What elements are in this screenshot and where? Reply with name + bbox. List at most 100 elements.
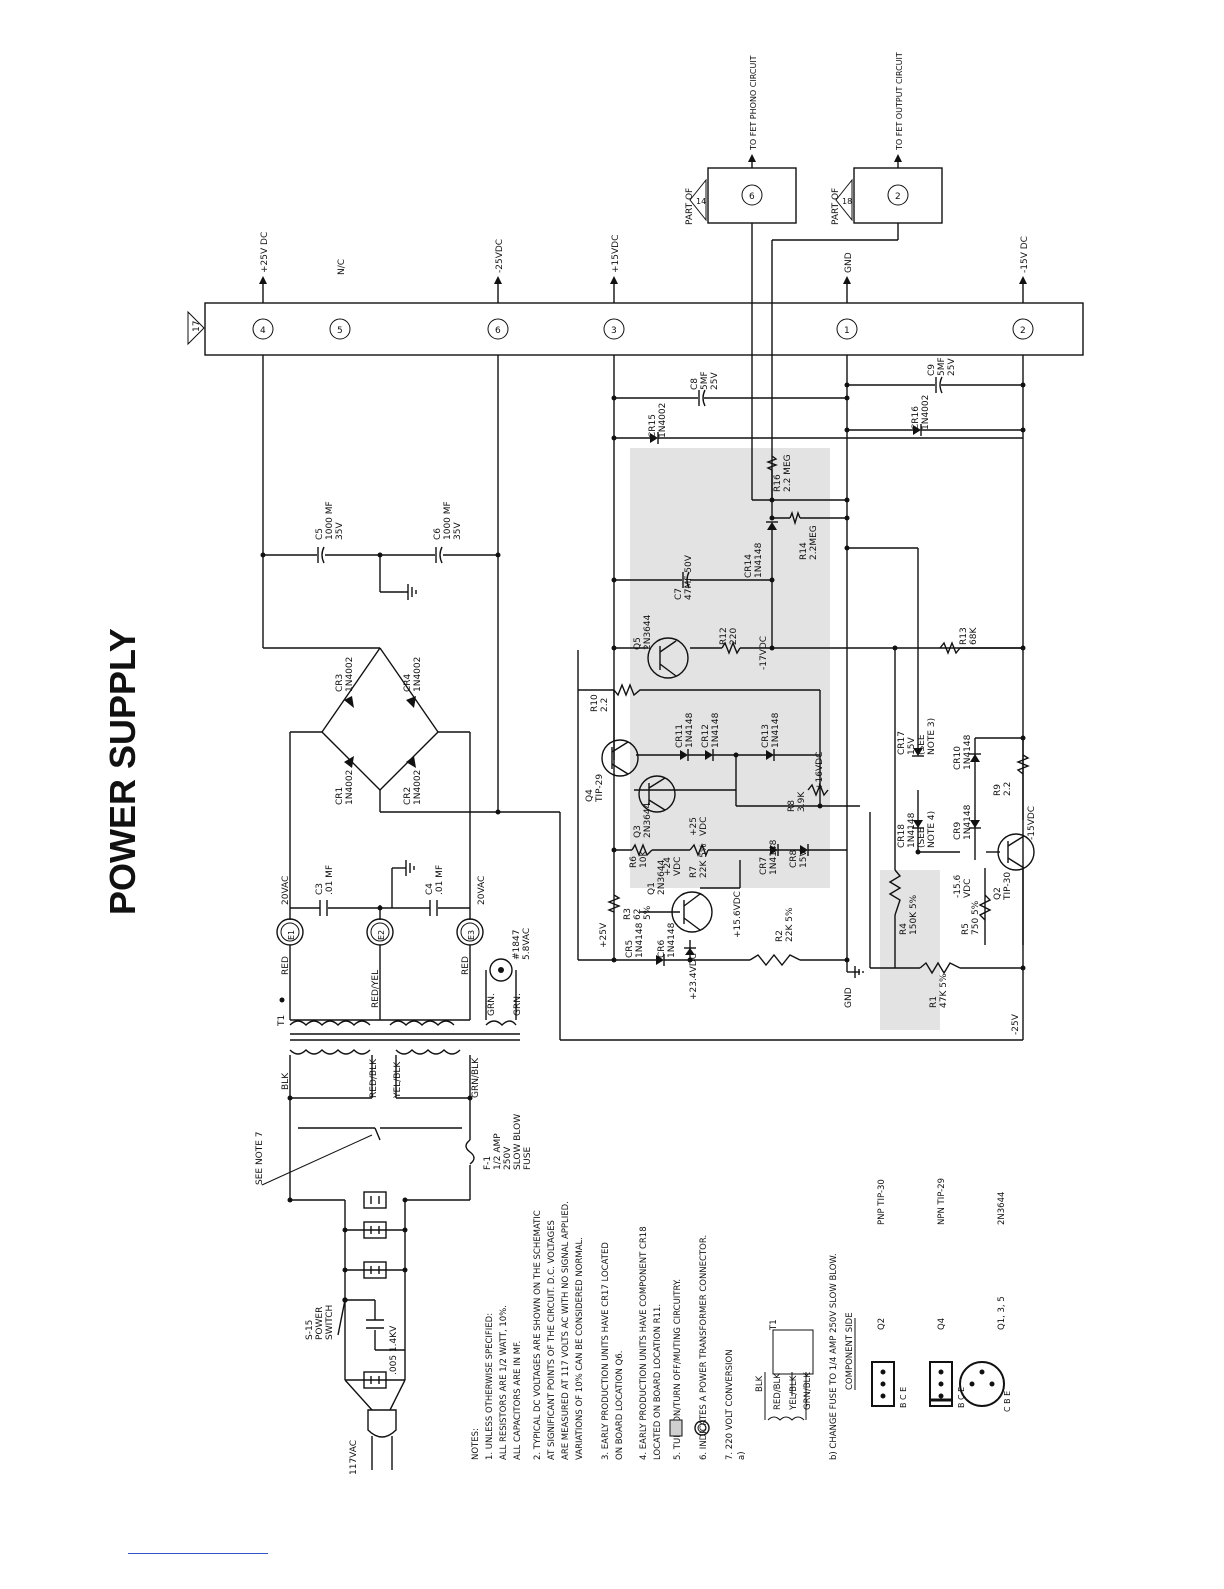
transformer-t1 — [289, 1020, 520, 1055]
r1-label: R147K 5% — [929, 973, 949, 1008]
c8-label: C85MF25V — [690, 371, 720, 390]
bottom-link-underline — [128, 1553, 268, 1554]
note-line: 1. UNLESS OTHERWISE SPECIFIED: — [485, 1313, 495, 1460]
q3-label: Q32N3644 — [633, 802, 653, 838]
note-line: LOCATED ON BOARD LOCATION R11. — [653, 1304, 663, 1460]
note-line: AT SIGNIFICANT POINTS OF THE CIRCUIT. D.… — [547, 1220, 557, 1460]
ac117-label: 117VAC — [349, 1440, 359, 1475]
blk-label: BLK — [281, 1072, 291, 1090]
mains-fuses — [363, 1191, 387, 1389]
cr16-label: CR161N4002 — [911, 395, 931, 430]
v-plus15-6: +15.6VDC — [733, 891, 743, 938]
output-text-phono: TO FET PHONO CIRCUIT — [749, 55, 758, 151]
r13-label: R1368K — [959, 627, 979, 645]
cr6-label: CR61N4148 — [657, 922, 677, 958]
v-plus16: +16VDC — [815, 752, 825, 790]
rail-label-plus25: +25V DC — [260, 232, 270, 273]
red-yel: RED/YEL — [371, 970, 381, 1008]
pin-type-q2: PNP TIP-30 — [877, 1179, 887, 1225]
pin-6-label: 6 — [495, 326, 501, 336]
conv-blk: BLK — [755, 1375, 765, 1392]
lamp-label: #18475.8VAC — [512, 928, 532, 960]
pilot-lamp — [489, 958, 513, 982]
note-line: 4. EARLY PRODUCTION UNITS HAVE COMPONENT… — [639, 1226, 649, 1460]
pin-ref-q2: Q2 — [877, 1318, 887, 1330]
ground-symbols — [405, 584, 864, 978]
r16-label: R162.2 MEG — [773, 454, 793, 492]
grn-2: GRN. — [513, 993, 523, 1016]
e3-label: E3 — [467, 930, 476, 940]
cr17-label: CR1715V(SEENOTE 3) — [897, 718, 937, 755]
r8-label: R83.9K — [787, 791, 807, 812]
note-line: ALL CAPACITORS ARE IN MF. — [513, 1341, 523, 1460]
note-a: a) — [737, 1451, 747, 1460]
connector-id: 17 — [192, 321, 202, 332]
terminal-e1: E1 — [276, 918, 304, 946]
pin-2-label: 2 — [1020, 326, 1026, 336]
note-line: 7. 220 VOLT CONVERSION — [725, 1349, 735, 1460]
package-to220-q4 — [929, 1361, 953, 1407]
v-plus25-q3: +25VDC — [689, 817, 709, 836]
pins-cbe-q135: C B E — [1003, 1391, 1012, 1412]
pin-type-q135: 2N3644 — [997, 1192, 1007, 1225]
pin-4: 4 — [252, 318, 274, 340]
v-minus25: -25V — [1011, 1013, 1021, 1035]
package-to220-q2 — [871, 1361, 895, 1407]
cr9-label: CR91N4148 — [953, 804, 973, 840]
component-side: COMPONENT SIDE — [845, 1312, 855, 1390]
note-b: b) CHANGE FUSE TO 1/4 AMP 250V SLOW BLOW… — [829, 1253, 839, 1460]
phono-ref-triangle: 14 — [689, 178, 707, 222]
rail-label-minus15: -15V DC — [1020, 236, 1030, 273]
note-line: 5. TURN ON/TURN OFF/MUTING CIRCUITRY. — [673, 1279, 683, 1460]
notes: NOTES: 1. UNLESS OTHERWISE SPECIFIED: AL… — [471, 1178, 1012, 1460]
grnblk-label: GRN/BLK — [471, 1057, 481, 1098]
pins-bce-q2: B C E — [899, 1387, 908, 1408]
v-plus24: +24VDC — [663, 857, 683, 876]
see-note-7: SEE NOTE 7 — [255, 1131, 265, 1185]
cr15-label: CR151N4002 — [648, 403, 668, 438]
c5-label: C51000 MF35V — [315, 501, 345, 540]
r4-label: R4150K 5% — [899, 894, 919, 935]
muting-region-lower — [880, 870, 940, 1030]
power-switch-s15 — [337, 1297, 348, 1336]
e2-label: E2 — [377, 930, 386, 940]
capacitors — [317, 376, 943, 1329]
notes-head: NOTES: — [471, 1428, 481, 1460]
r14-label: R142.2MEG — [799, 525, 819, 560]
pin-1: 1 — [836, 318, 858, 340]
cr2-label: CR21N4002 — [403, 770, 423, 805]
pin-3: 3 — [603, 318, 625, 340]
conv-t1: T1 — [769, 1319, 779, 1331]
rail-label-nc: N/C — [337, 259, 347, 275]
r3-label: R3625% — [623, 905, 653, 920]
conv-yelblk: YEL/BLK — [789, 1375, 799, 1411]
cr1-label: CR11N4002 — [335, 770, 355, 805]
pin-type-q4: NPN TIP-29 — [937, 1178, 947, 1225]
diodes — [344, 424, 981, 966]
output-ref-triangle: 18 — [835, 178, 853, 222]
note-line: VARIATIONS OF 10% CAN BE CONSIDERED NORM… — [575, 1237, 585, 1460]
connector-17 — [204, 302, 1084, 356]
pin-6: 6 — [487, 318, 509, 340]
page-title: POWER SUPPLY — [102, 628, 143, 915]
resistors — [607, 455, 1030, 975]
pin-5-label: 5 — [337, 326, 343, 336]
fuse-f1 — [465, 1139, 475, 1165]
connector-legend-icon — [694, 1420, 710, 1436]
terminal-e2: E2 — [366, 918, 394, 946]
yelblk-label: YEL/BLK — [393, 1061, 403, 1099]
cr4-label: CR41N4002 — [403, 657, 423, 692]
conv-redblk: RED/BLK — [773, 1373, 783, 1410]
cr5-label: CR51N4148 — [625, 922, 645, 958]
q5-label: Q52N3644 — [633, 614, 653, 650]
c7-label: C747MF 50V — [674, 554, 694, 600]
phono-pin: 6 — [741, 184, 763, 206]
shade-legend-swatch — [669, 1419, 683, 1437]
output-pin: 2 — [887, 184, 909, 206]
note-line: ARE MEASURED AT 117 VOLTS AC WITH NO SIG… — [561, 1201, 571, 1460]
output-text-output: TO FET OUTPUT CIRCUIT — [895, 52, 904, 151]
redblk-label: RED/BLK — [369, 1058, 379, 1098]
pin-3-label: 3 — [611, 326, 617, 336]
note-line: 3. EARLY PRODUCTION UNITS HAVE CR17 LOCA… — [601, 1242, 611, 1460]
